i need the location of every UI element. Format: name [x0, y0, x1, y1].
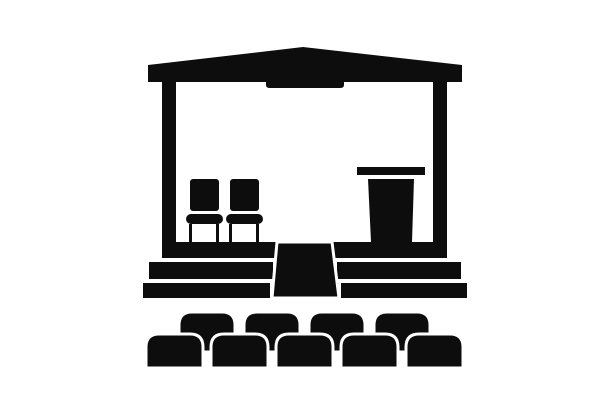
step-upper-left: [149, 262, 273, 279]
audience-seat: [404, 332, 465, 370]
roof: [148, 47, 462, 82]
podium: [357, 167, 425, 242]
stage-light: [266, 82, 344, 88]
step-lower-left: [143, 283, 270, 298]
right-pillar: [433, 82, 447, 258]
step-lower-right: [341, 283, 467, 298]
audience-seat: [339, 332, 400, 370]
audience-seat: [274, 332, 335, 370]
left-pillar: [162, 82, 176, 258]
chair: [186, 179, 223, 242]
audience-seat: [144, 332, 205, 370]
step-upper-right: [337, 262, 461, 279]
audience-seat: [209, 332, 270, 370]
ramp: [270, 240, 341, 300]
chair: [226, 179, 263, 242]
